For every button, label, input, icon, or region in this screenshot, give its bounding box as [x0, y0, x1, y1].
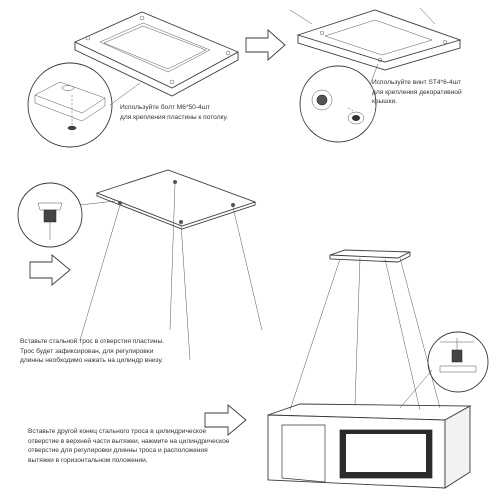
cable-plate-step3 — [17, 169, 263, 361]
cable-cylinder-icon — [37, 202, 63, 240]
instruction-step3: Вставьте стальной трос в отверстия пласт… — [20, 338, 165, 365]
right-arrow-icon — [245, 29, 286, 61]
mounting-plate-step2 — [289, 7, 462, 143]
instruction-step2: Используйте винт ST4*6-4шт для крепления… — [372, 79, 462, 106]
bolt-icon — [67, 125, 77, 131]
instruction-step4: Вставьте другой конец стального троса в … — [28, 428, 230, 464]
instruction-step1: Используйте болт М6*50-4шт для крепления… — [120, 104, 228, 121]
screw-icon — [347, 111, 365, 125]
right-arrow-icon — [204, 404, 247, 436]
mounting-plate-step1 — [27, 11, 240, 148]
right-arrow-icon — [29, 254, 71, 286]
hood-assembly-step4 — [267, 249, 489, 489]
